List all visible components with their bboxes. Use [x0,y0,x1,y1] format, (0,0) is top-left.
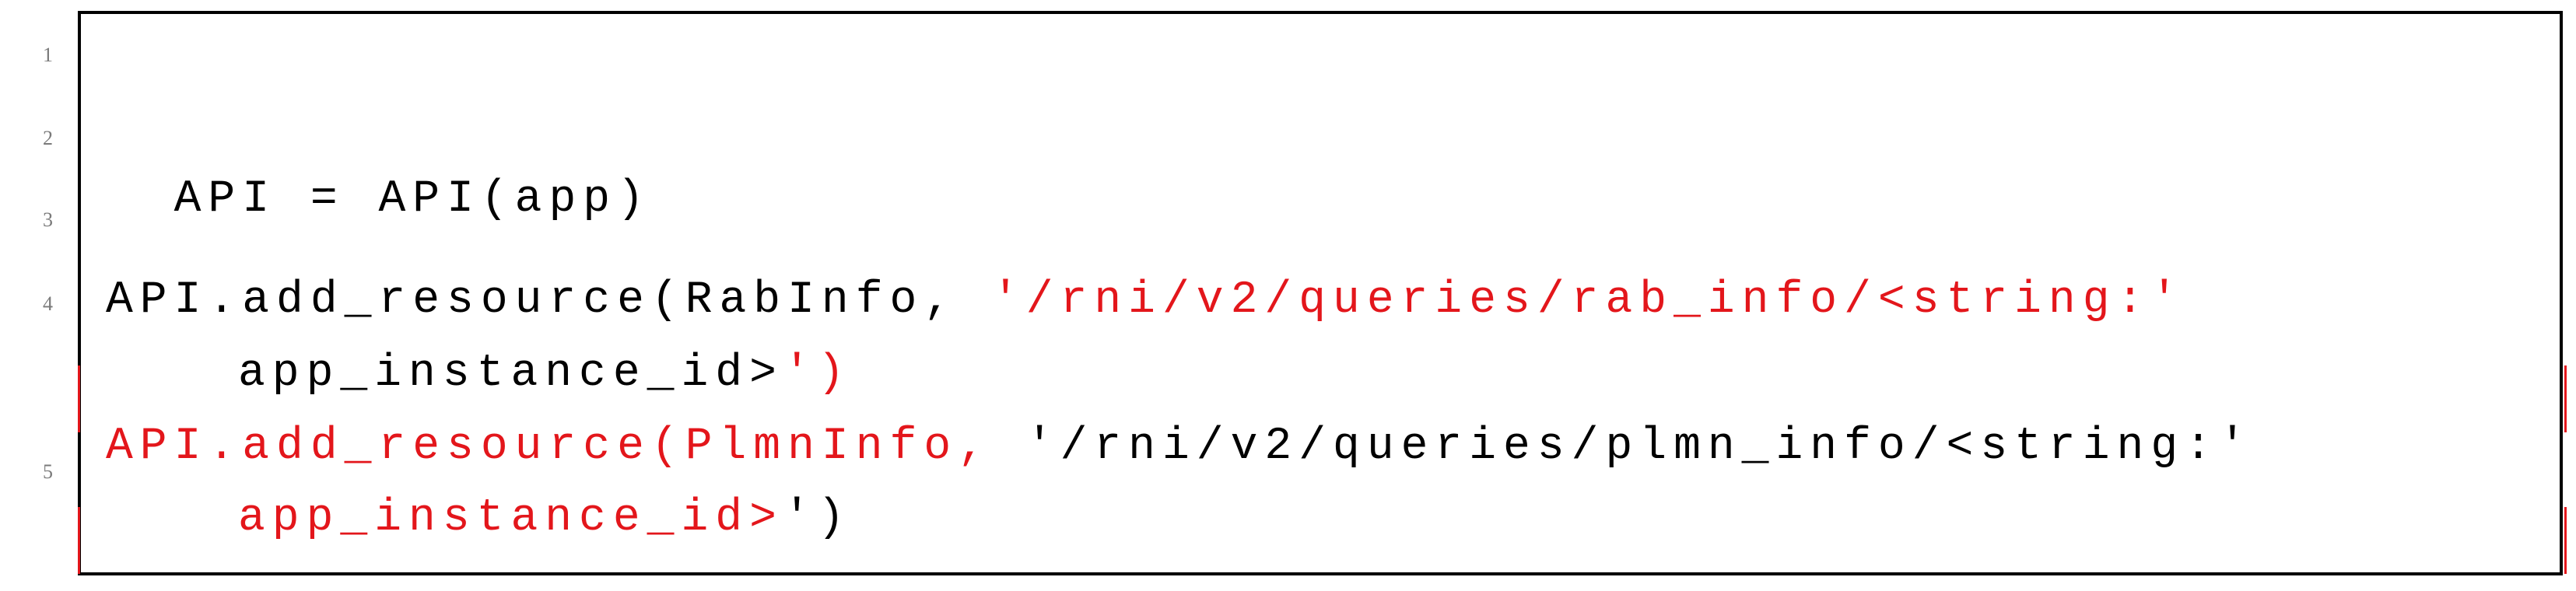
line-number-5: 5 [43,460,53,483]
line-number-4: 4 [43,292,53,315]
code-line-5-continuation-red: app_instance_id> [238,493,783,544]
line-number-1: 1 [43,44,53,66]
left-change-marker-line-5 [78,507,80,574]
code-line-2: API = API(app) [106,118,651,225]
line-number-3: 3 [43,208,53,231]
line-number-2: 2 [43,127,53,149]
code-line-5-string: '/rni/v2/queries/plmn_info/<string:' [1025,421,2253,472]
code-line-5-continuation-plain: ') [783,493,852,544]
code-line-4-prefix: API.add_resource(RabInfo, [106,275,992,326]
code-line-5: API.add_resource(PlmnInfo, '/rni/v2/quer… [106,420,2253,474]
code-line-4-continuation: app_instance_id>') [238,347,852,401]
code-line-2-text: API = API(app) [173,174,651,225]
right-change-marker-line-4 [2564,365,2567,432]
left-change-marker-line-4 [78,365,80,432]
code-listing-frame [78,11,2563,575]
code-line-4-continuation-plain: app_instance_id> [238,348,783,399]
code-line-4: API.add_resource(RabInfo, '/rni/v2/queri… [106,274,2185,328]
code-line-5-red: API.add_resource(PlmnInfo, [106,421,1026,472]
code-line-4-string: '/rni/v2/queries/rab_info/<string:' [991,275,2185,326]
right-change-marker-line-5 [2564,507,2567,574]
code-line-4-continuation-red: ') [783,348,852,399]
code-line-5-continuation: app_instance_id>') [238,491,852,546]
